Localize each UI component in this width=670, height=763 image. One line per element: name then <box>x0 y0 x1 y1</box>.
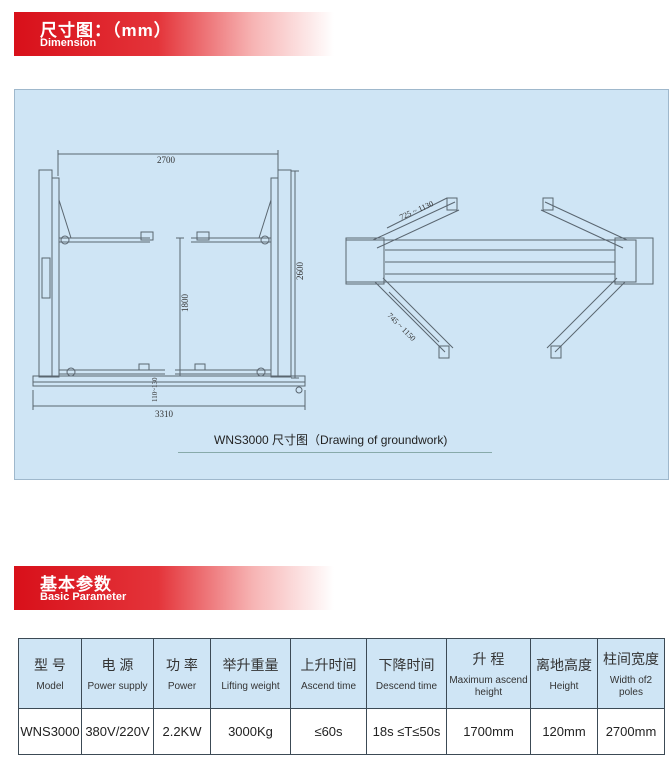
cell-power: 2.2KW <box>153 708 211 755</box>
dimension-title-cn: 尺寸图：（mm） <box>40 21 172 40</box>
table-row: WNS3000 380V/220V 2.2KW 3000Kg ≤60s 18s … <box>18 708 665 755</box>
caption-underline <box>178 452 492 453</box>
dim-base-height: 110~130 <box>151 377 159 402</box>
parameter-banner: 基本参数 Basic Parameter <box>14 566 334 610</box>
dim-arm-upper: 725 ~ 1130 <box>398 199 435 222</box>
cell-max-height: 1700mm <box>446 708 531 755</box>
dimension-banner: 尺寸图：（mm） Dimension <box>14 12 334 56</box>
cell-height: 120mm <box>530 708 598 755</box>
dimension-title-en: Dimension <box>40 37 97 49</box>
cell-descend-time: 18s ≤T≤50s <box>366 708 447 755</box>
parameter-title-cn: 基本参数 <box>40 575 112 594</box>
dim-lift-height: 1800 <box>180 294 190 313</box>
cell-lifting-weight: 3000Kg <box>210 708 291 755</box>
groundwork-drawing: 2700 3310 2600 1800 110~130 725 ~ 1130 7… <box>14 89 669 480</box>
parameter-title-en: Basic Parameter <box>40 591 127 603</box>
drawing-caption: WNS3000 尺寸图（Drawing of groundwork) <box>214 433 448 447</box>
cell-power-supply: 380V/220V <box>81 708 154 755</box>
cell-pole-width: 2700mm <box>597 708 665 755</box>
cell-ascend-time: ≤60s <box>290 708 367 755</box>
dim-width-bottom: 3310 <box>155 409 174 419</box>
cell-model: WNS3000 <box>18 708 82 755</box>
lift-drawing-svg: 2700 3310 2600 1800 110~130 725 ~ 1130 7… <box>32 150 654 419</box>
dim-height-overall: 2600 <box>295 262 305 281</box>
dim-width-top: 2700 <box>157 155 176 165</box>
